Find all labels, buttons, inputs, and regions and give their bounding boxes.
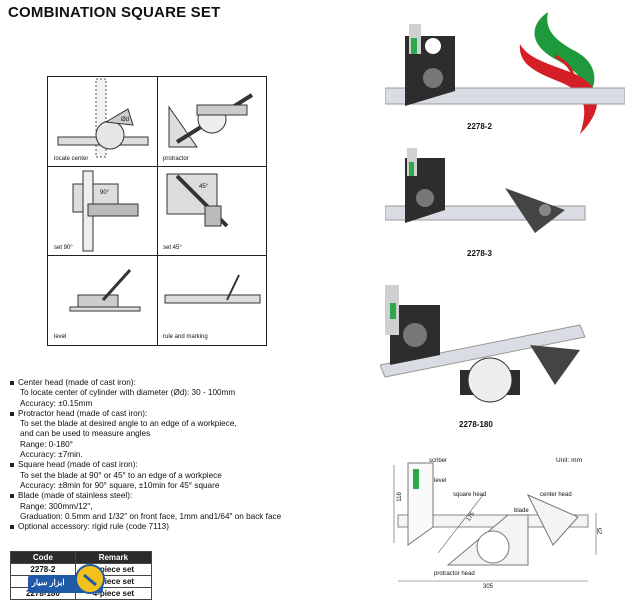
feature-blade: Blade (made of stainless steel): [10,491,340,501]
product-2278-2-image [385,24,625,106]
shop-watermark: ابزار سیار [20,561,110,601]
rule-marking-label: rule and marking [163,334,208,340]
locate-center-cell: locate center Ød [48,77,157,166]
level-label: level [54,334,67,340]
label-square-head: square head [453,492,487,498]
product-code-2278-2: 2278-2 [467,122,492,131]
feature-line: Range: 300mm/12", [20,501,93,511]
feature-line: Range: 0-180° [20,439,73,449]
feature-line: To set the blade at 90° or 45° to an edg… [20,470,222,480]
label-center-head: center head [540,492,572,498]
diameter-mark: Ød [121,117,130,123]
dim-side: 25 [597,527,604,535]
page-title: COMBINATION SQUARE SET [8,4,221,21]
illustration-grid: locate center Ød protractor set 90° 90° … [47,76,267,346]
feature-protractor-head: Protractor head (made of cast iron): [10,409,340,419]
feature-square-head: Square head (made of cast iron): [10,460,340,470]
feature-center-head: Center head (made of cast iron): [10,378,340,388]
feature-optional-accessory: Optional accessory: rigid rule (code 711… [10,522,340,532]
feature-line: Accuracy: ±0.15mm [20,398,93,408]
feature-line: Accuracy: ±8min for 90° square, ±10min f… [20,480,220,490]
dimension-diagram [393,462,597,582]
feature-line: and can be used to measure angles [20,429,151,439]
protractor-cell: protractor [157,77,266,166]
feature-line: Graduation: 0.5mm and 1/32" on front fac… [20,511,282,521]
features-list: Center head (made of cast iron): To loca… [10,378,340,532]
dim-height: 116 [396,492,403,502]
angle-90-mark: 90° [100,190,110,196]
product-2278-3-image [385,148,586,233]
label-blade: blade [514,508,529,514]
unit-label: Unit: mm [556,457,582,464]
label-scriber: scriber [429,458,448,464]
protractor-label: protractor [163,156,189,162]
rule-marking-cell: rule and marking [157,255,266,344]
flag-logo [519,12,598,134]
label-protractor-head: protractor head [434,571,475,577]
product-2278-180-image [380,285,586,403]
set-45-label: set 45° [163,245,182,251]
locate-center-label: locate center [54,156,89,162]
product-code-2278-180: 2278-180 [459,420,493,429]
angle-45-mark: 45° [199,184,209,190]
dim-length: 305 [483,584,494,590]
label-level: level [434,478,447,484]
feature-line: To set the blade at desired angle to an … [20,419,237,429]
set-90-label: set 90° [54,245,73,251]
level-cell: level [48,255,157,344]
set-90-cell: set 90° 90° [48,166,157,255]
set-45-cell: set 45° 45° [157,166,266,255]
feature-line: Accuracy: ±7min. [20,450,83,460]
feature-line: To locate center of cylinder with diamet… [20,388,236,398]
code-table: Code Remark 2278-2 2-piece set 2278-3 3-… [10,551,153,600]
product-code-2278-3: 2278-3 [467,249,492,258]
watermark-text: ابزار سیار [32,578,65,587]
table-header: Code [10,551,76,564]
